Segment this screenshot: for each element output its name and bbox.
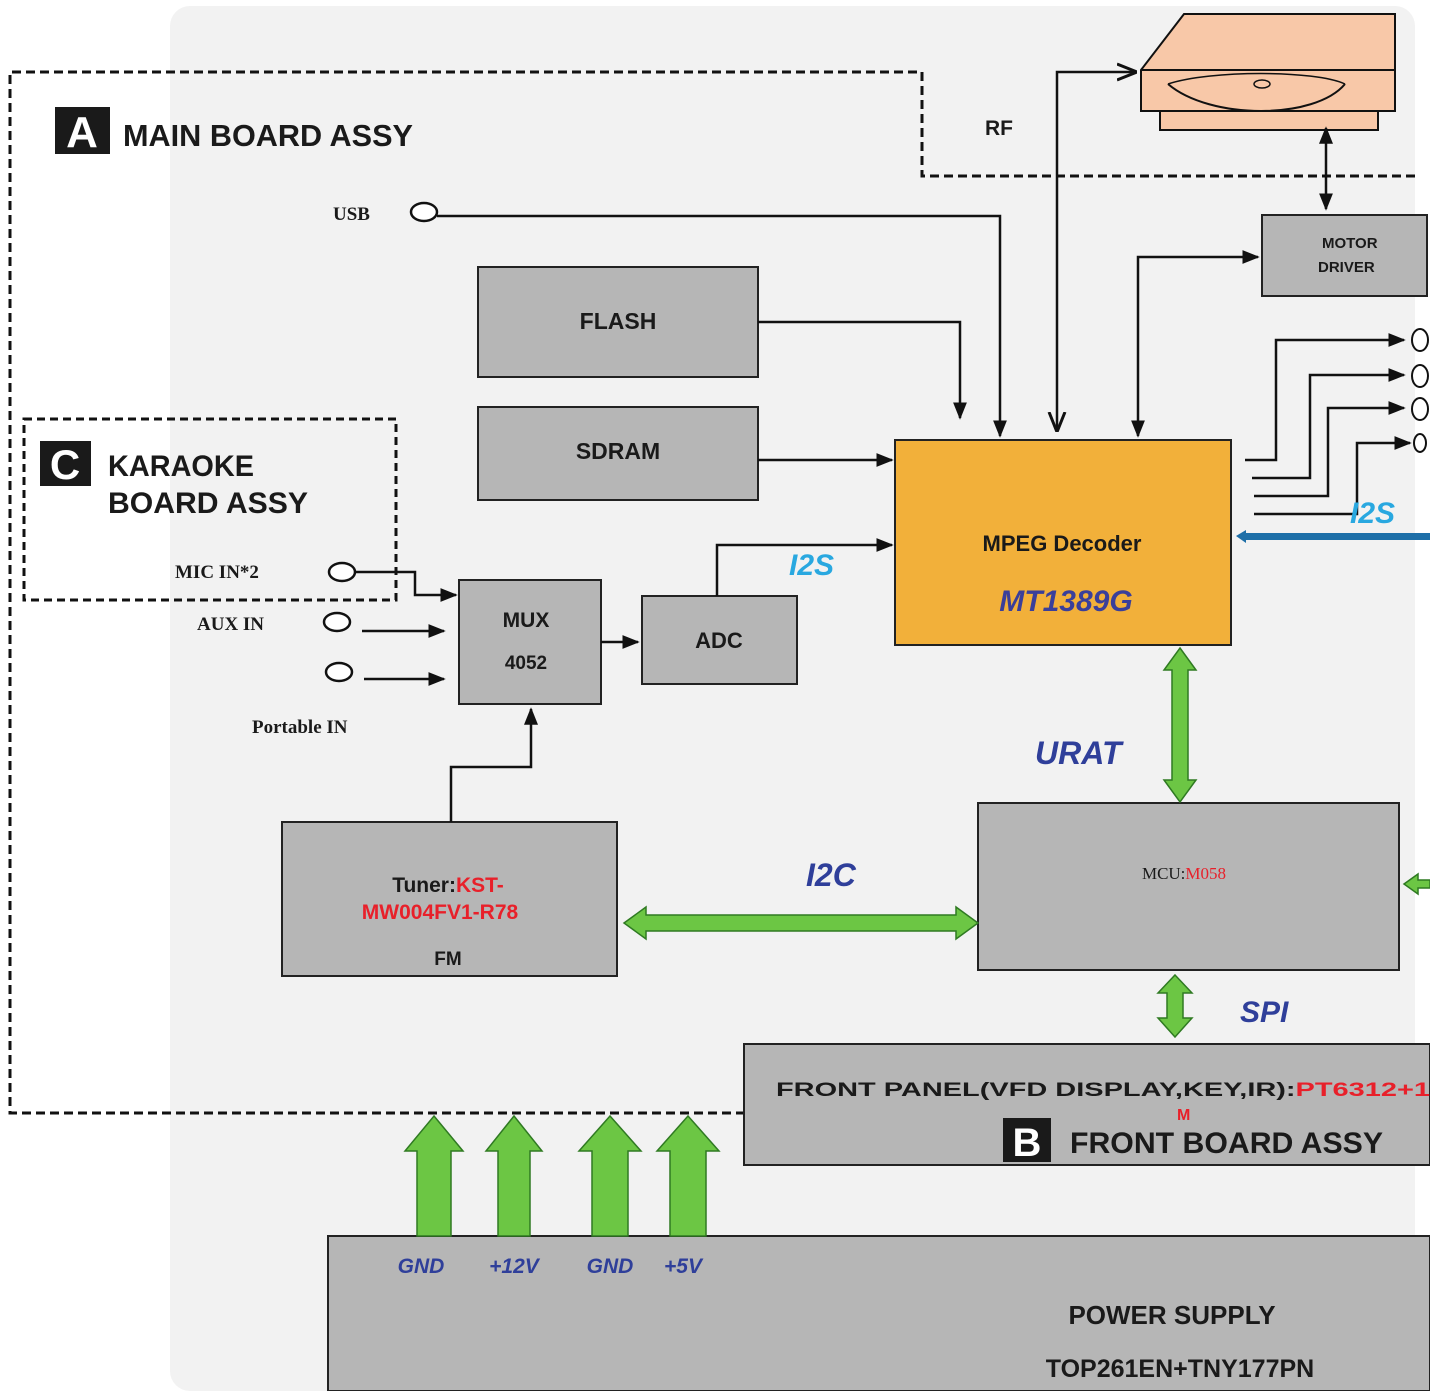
output-jack-icon (1411, 328, 1429, 352)
power-supply-block: POWER SUPPLY TOP261EN+TNY177PN (327, 1235, 1430, 1391)
adc-block: ADC (641, 595, 798, 685)
power-rail-arrow-2 (484, 1114, 544, 1237)
aux-jack-icon (322, 611, 352, 633)
decoder-to-motor-line (1131, 250, 1260, 438)
audio-out-line-3 (1254, 401, 1406, 498)
power-rail-arrow-4 (655, 1114, 721, 1237)
rf-label: RF (985, 117, 1013, 140)
tuner-to-mux-line (449, 707, 538, 822)
usb-input: USB (333, 201, 439, 225)
i2c-bus-arrow (622, 905, 980, 941)
power-rail-arrow-1 (403, 1114, 465, 1237)
adc-to-decoder-line (715, 538, 894, 596)
tuner-part-1: KST- (456, 874, 504, 897)
flash-label: FLASH (580, 308, 657, 334)
aux-label: AUX IN (197, 614, 264, 635)
output-jack-icon (1411, 397, 1429, 421)
portable-jack-icon (324, 661, 354, 683)
mcu-block: MCU:M058 (977, 802, 1400, 971)
portable-label: Portable IN (252, 717, 348, 738)
main-board-label: A MAIN BOARD ASSY (55, 107, 413, 157)
sdram-label: SDRAM (576, 438, 660, 464)
front-panel-label: FRONT PANEL(VFD DISPLAY,KEY,IR):PT6312+1 (776, 1080, 1430, 1101)
i2s-output-arrow (1236, 530, 1430, 543)
i2s-output-label: I2S (1350, 497, 1395, 530)
front-board-letter: B (1013, 1121, 1042, 1165)
audio-out-line-4 (1254, 436, 1412, 516)
tuner-part-2: MW004FV1-R78 (362, 901, 519, 924)
adc-label: ADC (695, 628, 743, 653)
mic-input: MIC IN*2 (175, 561, 357, 583)
mic-to-mux-line (355, 570, 458, 602)
main-board-letter: A (66, 108, 98, 157)
front-panel-block: FRONT PANEL(VFD DISPLAY,KEY,IR):PT6312+1… (743, 1043, 1430, 1166)
signal-lines (355, 72, 1412, 822)
front-panel-prefix: FRONT PANEL(VFD DISPLAY,KEY,IR): (776, 1080, 1296, 1101)
disc-loader-icon (1140, 13, 1396, 131)
power-rail-label: +5V (664, 1255, 704, 1278)
usb-to-decoder-line (437, 214, 1007, 438)
karaoke-board-outline (22, 417, 398, 602)
usb-label: USB (333, 204, 370, 225)
karaoke-board-label: C KARAOKE BOARD ASSY (40, 441, 308, 520)
tuner-label-line1: Tuner:KST- (392, 874, 504, 897)
main-board-outline (8, 70, 1415, 1115)
audio-out-line-2 (1252, 368, 1406, 480)
mpeg-decoder-block: MPEG Decoder MT1389G (894, 439, 1232, 646)
tuner-prefix: Tuner: (392, 874, 456, 897)
motor-driver-label-line1: MOTOR (1322, 235, 1378, 252)
audio-out-line-1 (1245, 333, 1406, 462)
i2s-adc-label: I2S (789, 549, 834, 582)
tuner-band: FM (434, 949, 461, 970)
main-board-title: MAIN BOARD ASSY (123, 118, 413, 153)
usb-jack-icon (409, 201, 439, 223)
mic-label: MIC IN*2 (175, 562, 259, 583)
mpeg-decoder-part: MT1389G (999, 585, 1132, 618)
front-panel-overflow: M (1177, 1107, 1190, 1124)
karaoke-board-letter: C (50, 441, 80, 488)
urat-bus-arrow (1162, 646, 1198, 804)
front-board-title: FRONT BOARD ASSY (1070, 1127, 1383, 1160)
mic-jack-icon (327, 561, 357, 583)
aux-input: AUX IN (197, 611, 352, 635)
mcu-prefix: MCU: (1142, 864, 1185, 883)
power-rail-label: +12V (489, 1255, 541, 1278)
mpeg-decoder-label: MPEG Decoder (983, 531, 1142, 556)
mcu-label: MCU:M058 (1142, 864, 1226, 883)
power-rail-arrow-3 (577, 1114, 643, 1237)
mcu-right-bus-arrow (1402, 872, 1430, 896)
rf-line (1057, 72, 1135, 430)
i2c-label: I2C (806, 857, 857, 893)
sdram-block: SDRAM (477, 406, 759, 501)
front-board-letter-badge (1003, 1118, 1051, 1162)
mux-label-line2: 4052 (505, 653, 547, 674)
main-board-letter-badge (55, 107, 110, 154)
power-supply-label: POWER SUPPLY (1068, 1300, 1275, 1330)
power-rail-label: GND (587, 1255, 634, 1278)
output-jacks (1411, 328, 1429, 453)
front-panel-part: PT6312+1 (1296, 1080, 1430, 1101)
spi-bus-arrow (1156, 973, 1194, 1039)
motor-driver-label-line2: DRIVER (1318, 259, 1375, 276)
power-rail-label: GND (398, 1255, 445, 1278)
bus-arrows (403, 646, 1430, 1237)
flash-to-decoder-line (758, 320, 967, 420)
front-board-label: B FRONT BOARD ASSY (1003, 1118, 1383, 1165)
portable-input: Portable IN (252, 661, 354, 738)
mux-block: MUX 4052 (458, 579, 602, 705)
power-supply-part: TOP261EN+TNY177PN (1046, 1355, 1314, 1383)
flash-block: FLASH (477, 266, 759, 378)
tuner-block: Tuner:KST- MW004FV1-R78 FM (281, 821, 618, 977)
motor-driver-block: MOTOR DRIVER (1261, 214, 1428, 297)
mux-label-line1: MUX (503, 609, 550, 632)
mcu-part: M058 (1185, 864, 1226, 883)
urat-label: URAT (1035, 735, 1124, 771)
karaoke-board-letter-badge (40, 441, 91, 486)
karaoke-board-title-line1: KARAOKE (108, 450, 254, 483)
output-jack-icon (1413, 433, 1427, 453)
output-jack-icon (1411, 364, 1429, 388)
spi-label: SPI (1240, 996, 1289, 1029)
karaoke-board-title-line2: BOARD ASSY (108, 487, 308, 520)
